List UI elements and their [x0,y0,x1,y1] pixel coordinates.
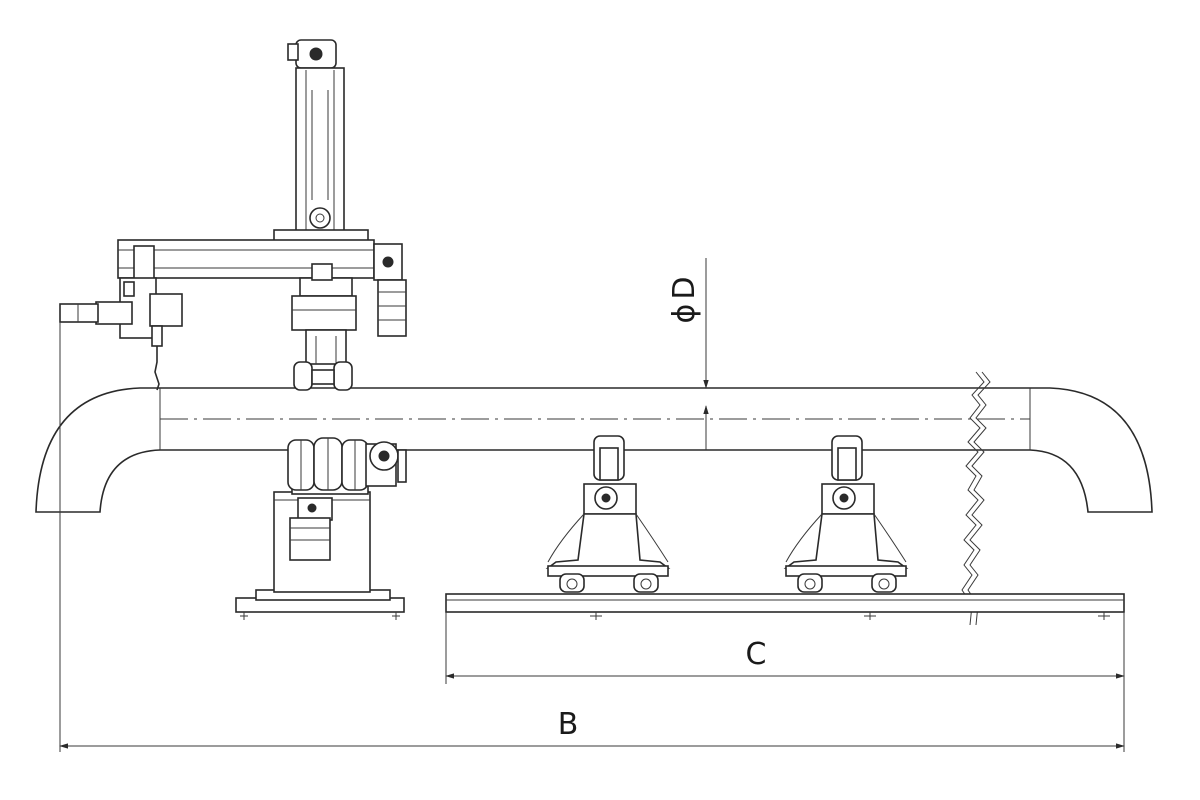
right-elbow [1029,387,1153,513]
dimension-diameter: ϕD [667,258,709,450]
idler-roller-stand-2 [783,435,909,593]
left-elbow [35,387,161,513]
dimension-c: C [445,612,1125,752]
drive-roller-stand [235,437,407,620]
span-c-label: C [746,637,767,672]
rail-anchor-bolts [590,612,1110,620]
dimension-b: B [59,322,1125,752]
idler-roller-stand-1 [545,435,671,593]
span-b-label: B [558,707,579,742]
rail-track [445,593,1125,620]
break-lines [961,371,991,626]
diameter-label: ϕD [667,277,702,324]
column-boom-manipulator [59,39,407,391]
